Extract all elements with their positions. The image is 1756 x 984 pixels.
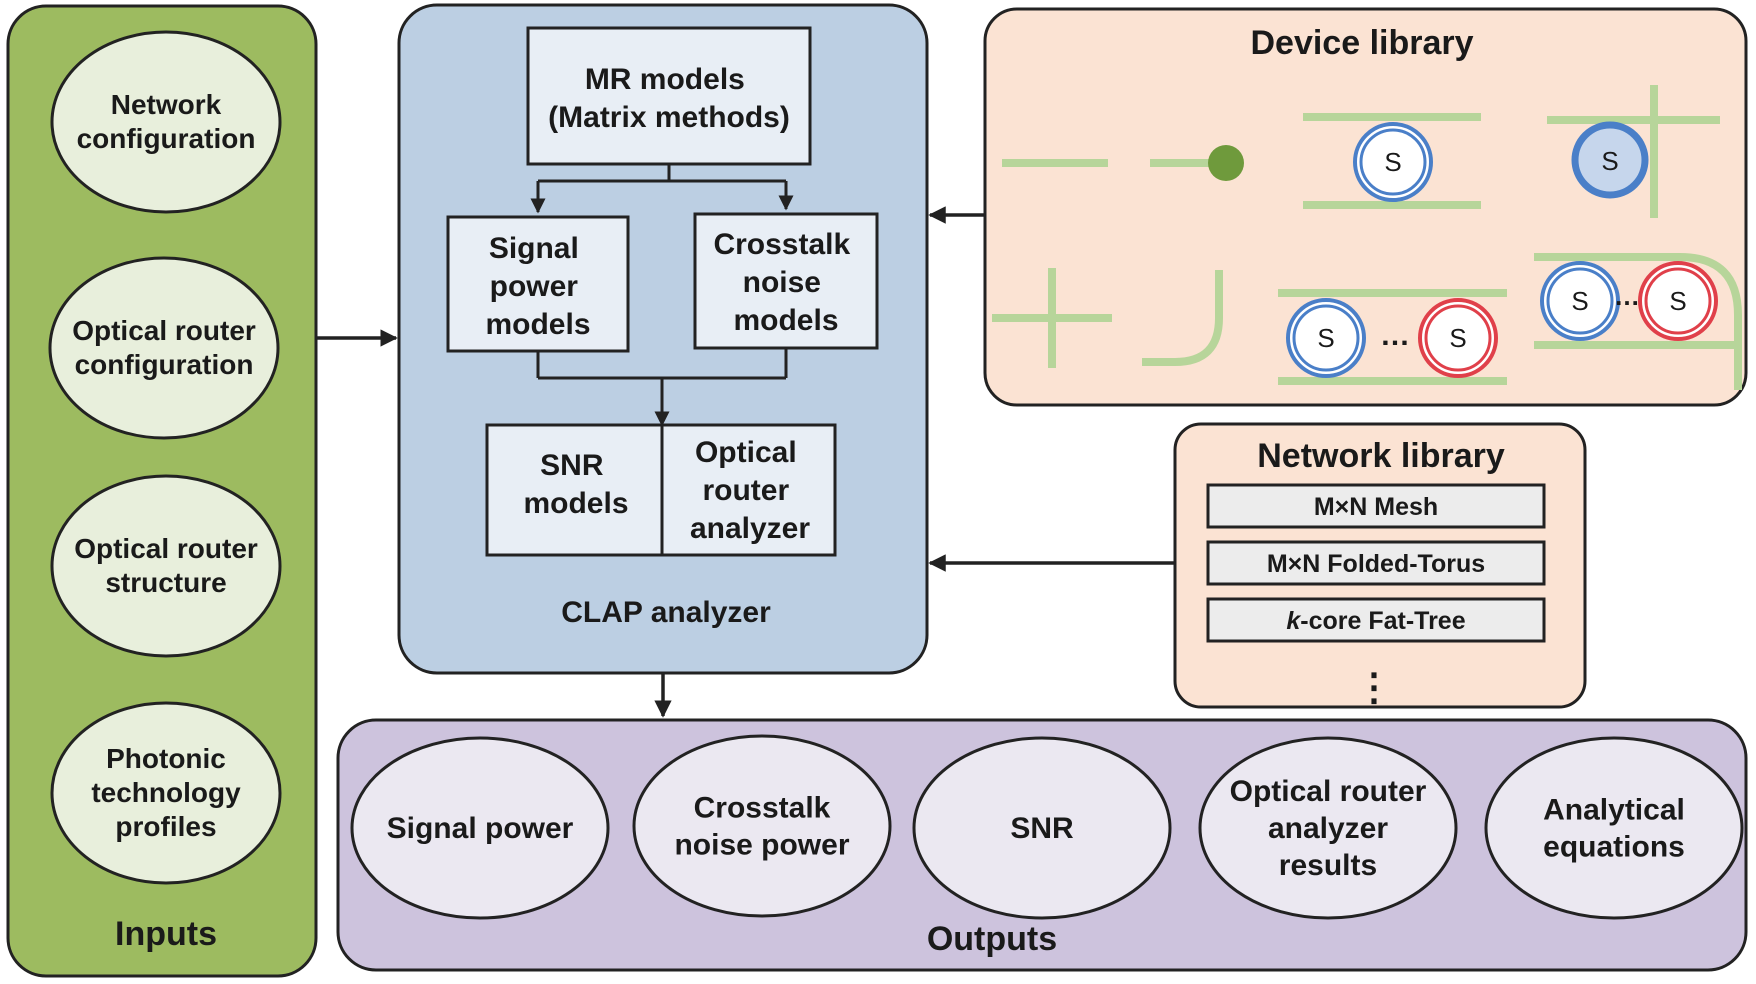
switch-ring-red-icon: S — [1638, 261, 1718, 341]
device-library-panel: Device library — [983, 7, 1748, 407]
mr-split-connector — [530, 164, 794, 214]
clap-title: CLAP analyzer — [561, 596, 771, 629]
svg-text:M×N Mesh: M×N Mesh — [1314, 493, 1438, 521]
device-library-title: Device library — [1250, 24, 1473, 62]
svg-text:SNR: SNR — [1010, 812, 1074, 845]
multi-ring-red-icon: S — [1418, 298, 1498, 378]
signal-power-models-label: Signal power models — [485, 232, 590, 341]
clap-analyzer-panel: MR models (Matrix methods) Signal power … — [397, 3, 929, 675]
signal-power-output: Signal power — [350, 736, 610, 920]
network-library-item[interactable]: k-core Fat-Tree — [1206, 597, 1546, 643]
multi-ring-ellipsis: … — [1380, 319, 1410, 352]
inputs-title: Inputs — [115, 915, 217, 953]
svg-text:S: S — [1571, 286, 1588, 316]
snr-output: SNR — [912, 736, 1172, 920]
svg-text:S: S — [1384, 147, 1401, 177]
terminator-icon — [1208, 145, 1244, 181]
mr-models-label: MR models (Matrix methods) — [548, 63, 790, 134]
svg-text:Signal power: Signal power — [387, 812, 574, 845]
network-more-ellipsis: ⋮ — [1355, 667, 1393, 709]
svg-text:S: S — [1317, 323, 1334, 353]
bend-icon — [1142, 270, 1223, 366]
svg-text:S: S — [1449, 323, 1466, 353]
multi-ring-blue-icon: S — [1286, 298, 1366, 378]
svg-text:S: S — [1669, 286, 1686, 316]
switch-ring-blue-icon: S — [1540, 261, 1620, 341]
network-library-title: Network library — [1257, 437, 1505, 475]
optical-router-analyzer-label: Optical router analyzer — [690, 436, 810, 545]
outputs-title: Outputs — [927, 920, 1057, 958]
multi-ring-switch-bend — [1534, 253, 1742, 390]
merge-connector — [536, 348, 788, 427]
network-library-item[interactable]: M×N Folded-Torus — [1206, 540, 1546, 586]
signal-power-models-box — [446, 215, 630, 353]
crossing-ring-switch-icon: S — [1571, 121, 1649, 199]
mr-models-box — [526, 26, 812, 166]
ring-resonator-icon: S — [1353, 122, 1433, 202]
snr-models-label: SNR models — [523, 449, 628, 520]
svg-text:M×N Folded-Torus: M×N Folded-Torus — [1267, 550, 1485, 578]
network-library-item[interactable]: M×N Mesh — [1206, 483, 1546, 529]
svg-text:S: S — [1601, 146, 1618, 176]
crosstalk-noise-models-label: Crosstalk noise models — [713, 228, 858, 337]
svg-text:k-core Fat-Tree: k-core Fat-Tree — [1286, 607, 1465, 635]
switch-ring-ellipsis: … — [1614, 281, 1640, 311]
